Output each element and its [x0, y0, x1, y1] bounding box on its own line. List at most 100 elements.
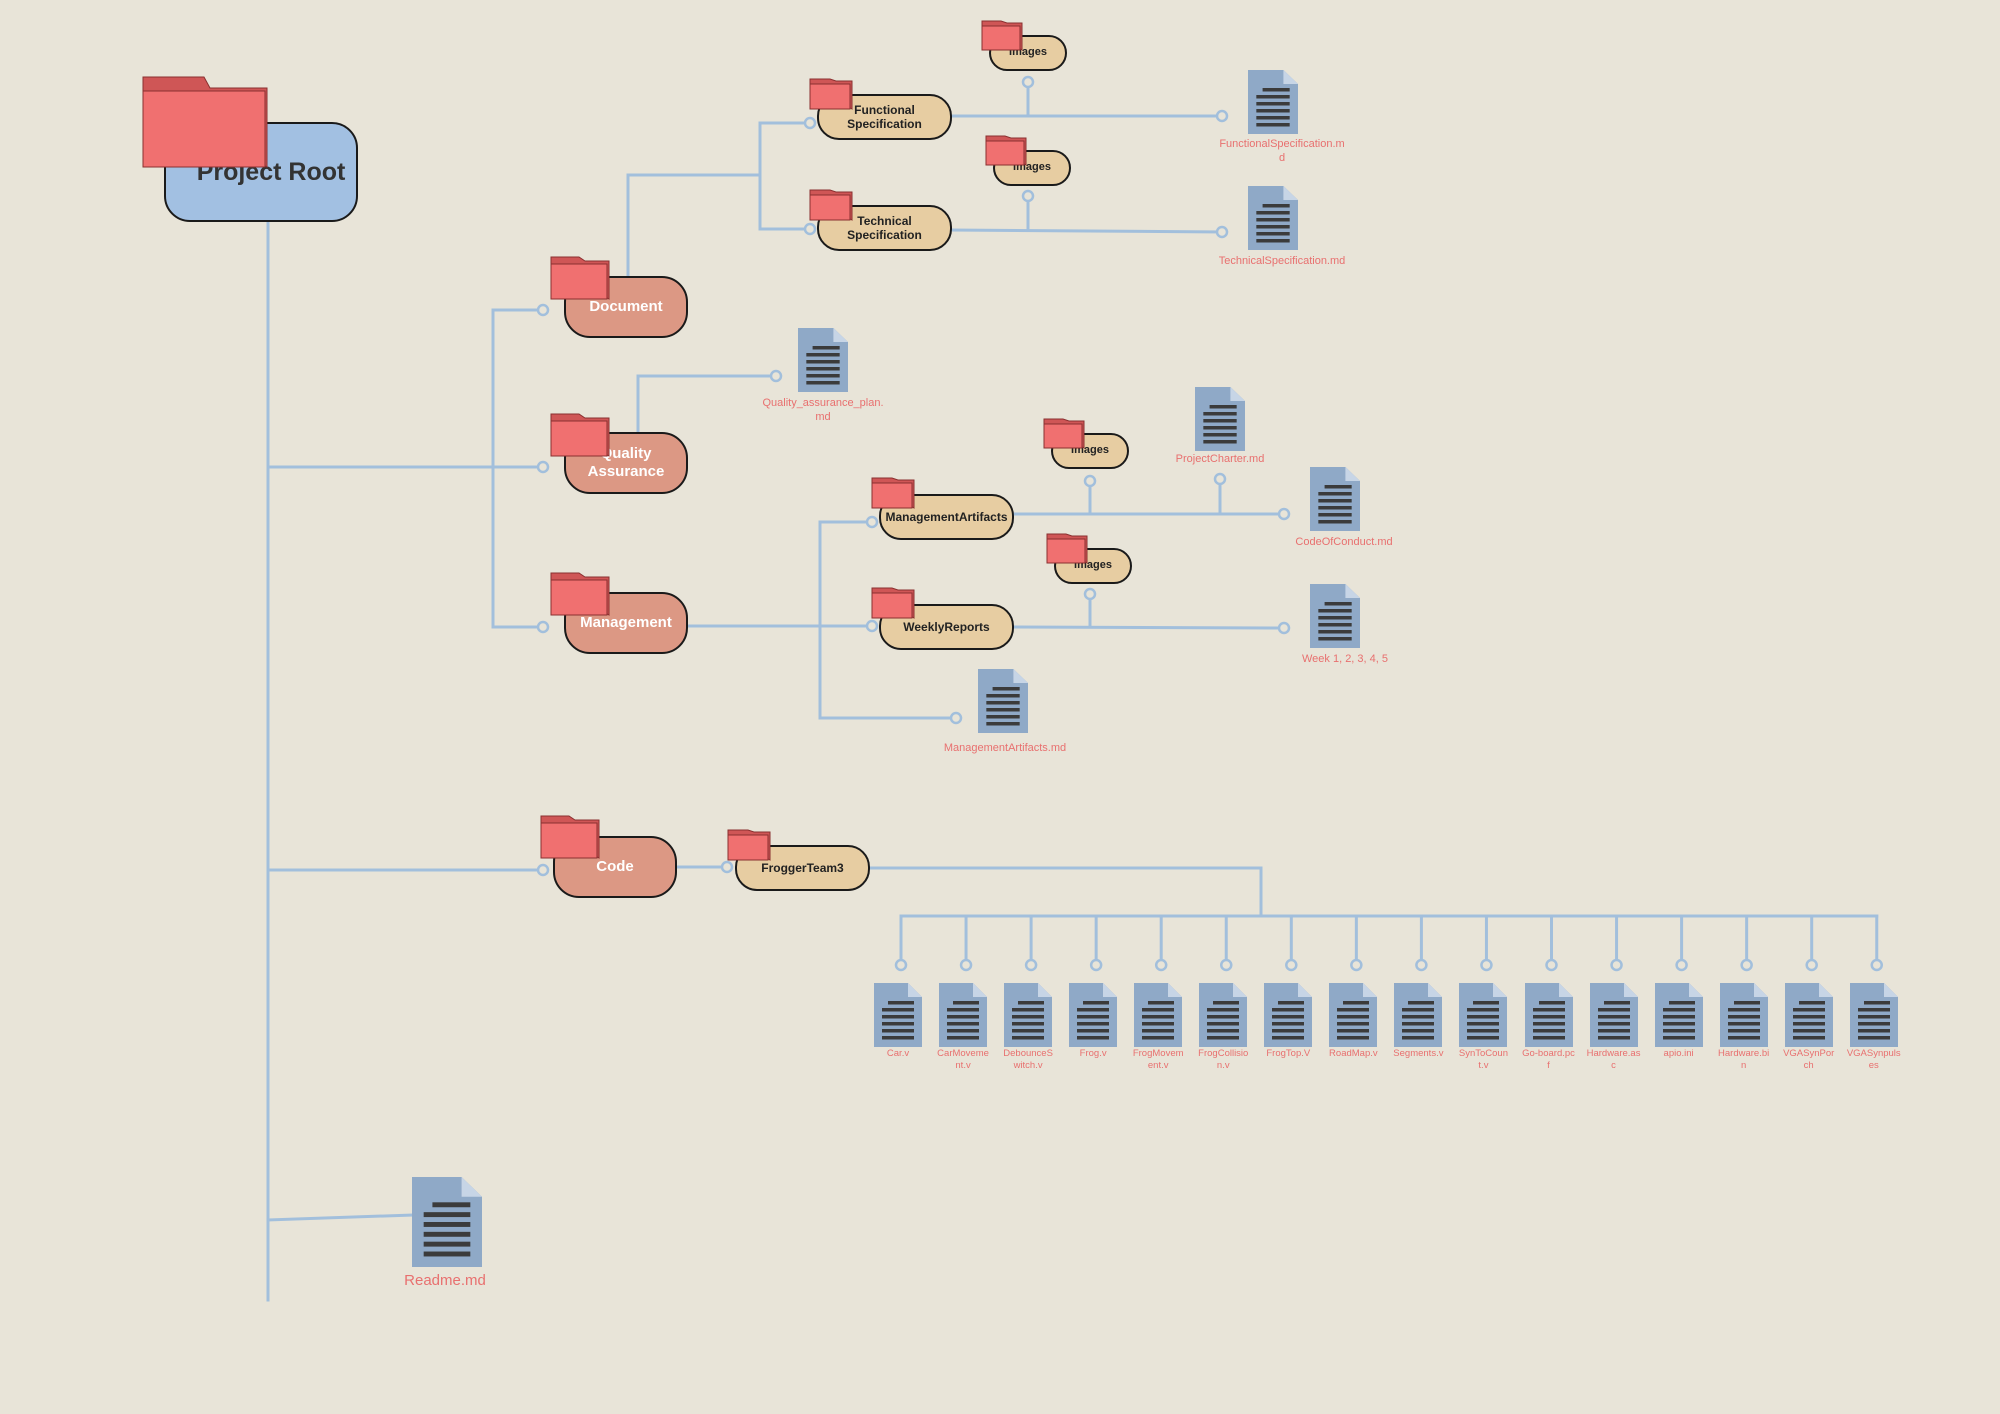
connector-endpoint [536, 460, 550, 474]
connector-endpoint [1083, 474, 1097, 488]
connector-endpoint [1350, 958, 1363, 972]
file-name-label: VGASynpulses [1846, 1048, 1901, 1072]
folder-icon [1046, 533, 1088, 564]
file-name-label: Quality_assurance_plan.md [762, 397, 884, 424]
document-icon [1310, 584, 1360, 648]
file-name-label: apio.ini [1663, 1048, 1694, 1059]
file-name-label: VGASynPorch [1783, 1048, 1835, 1072]
file-name-label: FrogTop.V [1266, 1048, 1311, 1059]
category-document-label: Document [589, 298, 663, 315]
document-icon [1310, 467, 1360, 531]
file-name-label: Car.v [886, 1048, 910, 1059]
connector-endpoint [536, 863, 550, 877]
document-icon [1195, 387, 1245, 451]
connector-endpoint [1675, 958, 1688, 972]
folder-functional-specification-label: Functional Specification [847, 102, 922, 131]
connector-endpoint [536, 303, 550, 317]
document-icon [1248, 70, 1298, 134]
document-icon [978, 669, 1028, 733]
document-icon [1784, 983, 1833, 1047]
file-name-label: FrogCollision.v [1198, 1048, 1249, 1072]
folder-images: Images [989, 35, 1067, 71]
connector-endpoint [865, 515, 879, 529]
document-icon [1248, 186, 1298, 250]
folder-icon [550, 256, 610, 300]
connector-endpoint [1610, 958, 1623, 972]
connector-endpoint [1415, 958, 1428, 972]
connector-endpoint [865, 619, 879, 633]
connector-endpoint [536, 620, 550, 634]
connector-endpoint [959, 958, 973, 972]
document-icon [1134, 983, 1183, 1047]
connector-endpoint [1740, 958, 1753, 972]
file-name-label: CarMovement.v [937, 1048, 989, 1072]
folder-icon [142, 76, 268, 168]
connector-endpoint [803, 222, 817, 236]
folder-frogger-team3-label: FroggerTeam3 [761, 860, 844, 875]
folder-icon [809, 78, 853, 110]
category-code-label: Code [596, 858, 634, 875]
connector-endpoint [803, 116, 817, 130]
document-icon [1524, 983, 1573, 1047]
document-icon [1329, 983, 1378, 1047]
file-name-label: Segments.v [1393, 1048, 1444, 1059]
file-name-label: Go-board.pcf [1522, 1048, 1575, 1072]
connector-endpoint [1021, 189, 1035, 203]
folder-icon [550, 413, 610, 457]
category-quality-assurance-label: Quality Assurance [587, 445, 665, 480]
file-name-label: CodeOfConduct.md [1295, 536, 1393, 548]
document-icon [1849, 983, 1898, 1047]
folder-weekly-reports: WeeklyReports [879, 604, 1014, 650]
folder-images: Images [1054, 548, 1132, 584]
document-icon [1719, 983, 1768, 1047]
file-name-label: Readme.md [404, 1272, 486, 1289]
folder-icon [809, 189, 853, 221]
document-icon [939, 983, 988, 1047]
folder-technical-specification-label: Technical Specification [847, 213, 922, 242]
file-name-label: RoadMap.v [1329, 1048, 1378, 1059]
connector-endpoint [894, 958, 908, 972]
document-icon [874, 983, 922, 1047]
document-icon [1264, 983, 1313, 1047]
file-name-label: SynToCount.v [1458, 1048, 1508, 1072]
connector-endpoint [1480, 958, 1493, 972]
connector-endpoint [1213, 472, 1227, 486]
folder-management-artifacts-label: ManagementArtifacts [885, 509, 1008, 524]
connector-endpoint [1083, 587, 1097, 601]
connector-endpoint [1021, 75, 1035, 89]
connector-endpoint [1545, 958, 1558, 972]
connector-endpoint [1277, 621, 1291, 635]
connector-endpoint [1805, 958, 1818, 972]
folder-icon [727, 829, 771, 861]
document-icon [412, 1177, 482, 1267]
document-icon [1589, 983, 1638, 1047]
connector-line [1011, 625, 1286, 630]
document-icon [1004, 983, 1053, 1047]
folder-icon [871, 477, 915, 509]
connector-endpoint [949, 711, 963, 725]
file-name-label: Week 1, 2, 3, 4, 5 [1301, 653, 1388, 665]
document-icon [1459, 983, 1508, 1047]
connector-endpoint [1024, 958, 1038, 972]
connector-endpoint [720, 860, 734, 874]
connector-endpoint [1089, 958, 1103, 972]
connector-endpoint [1870, 958, 1883, 972]
file-name-label: ProjectCharter.md [1175, 453, 1265, 465]
document-icon [1199, 983, 1248, 1047]
connector-line [948, 228, 1224, 234]
document-icon [1069, 983, 1118, 1047]
folder-icon [550, 572, 610, 616]
connector-line [266, 1213, 414, 1222]
connector-endpoint [1277, 507, 1291, 521]
connector-endpoint [769, 369, 783, 383]
connector-endpoint [1215, 109, 1229, 123]
category-management-label: Management [580, 614, 672, 631]
document-icon [798, 328, 848, 392]
folder-icon [1043, 418, 1085, 449]
file-name-label: Hardware.bin [1718, 1048, 1770, 1072]
file-name-label: TechnicalSpecification.md [1218, 255, 1346, 267]
connector-endpoint [1215, 225, 1229, 239]
file-name-label: FrogMovement.v [1132, 1048, 1184, 1072]
